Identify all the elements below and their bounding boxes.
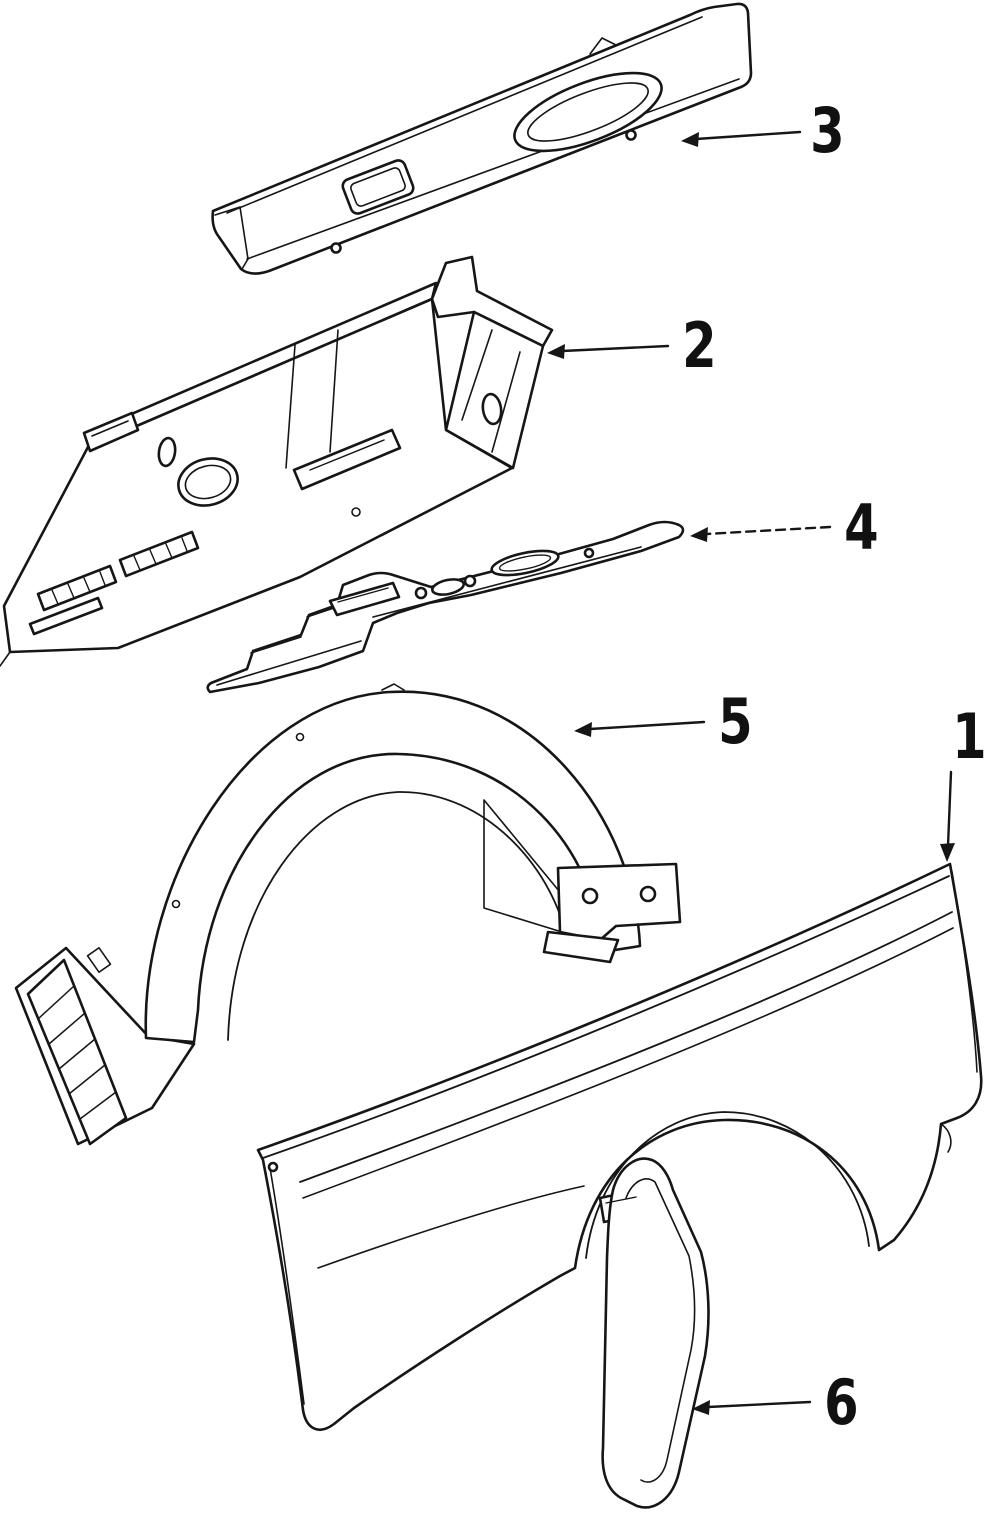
callout-1-label[interactable]: 1 (952, 700, 987, 773)
vent-louvers (28, 530, 200, 636)
part-1-drawing (256, 862, 983, 1431)
callout-3-label[interactable]: 3 (810, 94, 845, 167)
callout-2-label[interactable]: 2 (682, 309, 717, 382)
callout-4-label[interactable]: 4 (844, 491, 879, 564)
callout-1-arrow (940, 770, 955, 862)
part-6-drawing (598, 1157, 710, 1509)
callout-6-arrow (692, 1400, 812, 1415)
callout-5-arrow (574, 720, 706, 737)
callout-3-arrow (681, 130, 802, 147)
callout-6-label[interactable]: 6 (824, 1366, 859, 1439)
callout-leaders (547, 130, 955, 1415)
callout-5-label[interactable]: 5 (718, 685, 753, 758)
oval-slot (513, 71, 663, 153)
callout-4-arrow (690, 525, 832, 542)
part-3-drawing (211, 2, 753, 275)
apron-louvers (26, 958, 128, 1146)
callout-2-arrow (547, 344, 670, 359)
rect-slot (341, 159, 415, 215)
part-4-drawing (206, 520, 685, 694)
part-2-drawing (0, 255, 554, 667)
round-hole (177, 457, 239, 507)
part-5-drawing (14, 683, 682, 1146)
